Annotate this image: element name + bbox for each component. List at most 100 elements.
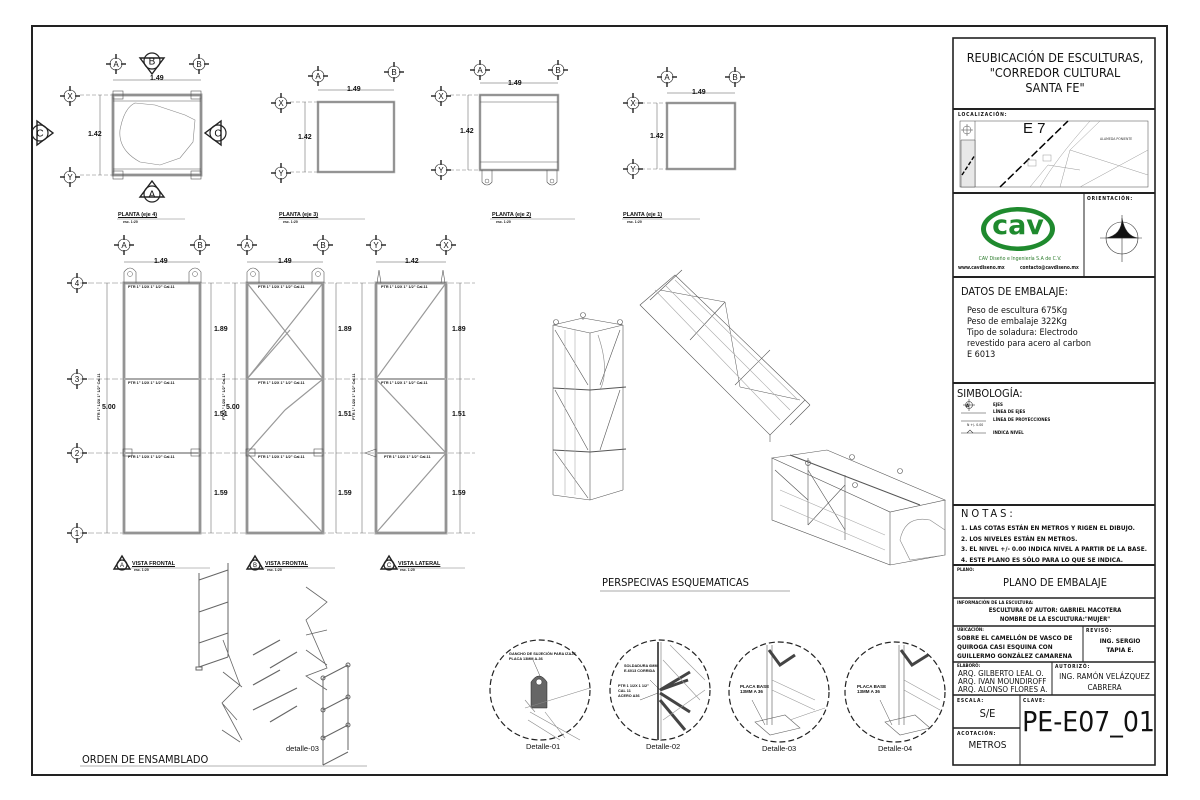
axis-marker-icon: B [313,235,333,255]
info-escultura-label: INFORMACIÓN DE LA ESCULTURA: [957,601,1034,606]
acotacion-label: ACOTACIÓN: [957,731,997,737]
elevation-scale: esc. 1:20 [134,568,149,572]
sheet-border [31,25,1168,776]
elevation-label: VISTA LATERAL [398,561,441,567]
simbologia-marker: A [966,403,969,408]
detail-caption: Detalle-03 [762,744,797,753]
plan-label: PLANTA (eje 1) [623,212,663,218]
plano-name: PLANO DE EMBALAJE [1003,576,1107,589]
plan-depth-dim: 1.42 [88,131,102,138]
project-title-line: "CORREDOR CULTURAL [989,65,1121,80]
axis-marker-label: B [196,60,201,69]
axis-marker-label: 3 [75,375,80,384]
autorizo-line: ING. RAMÓN VELÁZQUEZ [1059,672,1150,681]
axis-marker-icon: Y [623,159,643,179]
elevation-total-dim: 5.00 [226,404,240,411]
axis-marker-icon: B [138,52,166,76]
reviso-line: TAPIA E. [1106,646,1134,654]
axis-marker-label: B [149,57,156,68]
axis-marker-label: Y [278,169,284,178]
axis-marker-label: B [391,68,396,77]
elevation-label: VISTA FRONTAL [265,561,308,567]
elevation-lower-dim: 1.59 [452,490,466,497]
elevation-lower-dim: 1.59 [214,490,228,497]
axis-marker-icon: A [106,54,126,74]
reviso-label: REVISÓ: [1086,628,1113,634]
detail-note: PLACA BASE 13MM A 36 [740,684,769,694]
axis-marker-icon: C [31,119,55,147]
axis-marker-label: Y [373,241,379,250]
nota-item: 1. LAS COTAS ESTÁN EN METROS Y RIGEN EL … [961,524,1135,532]
elevation-label: VISTA FRONTAL [132,561,175,567]
info-escultura-nombre: NOMBRE DE LA ESCULTURA:"MUJER" [999,616,1111,623]
elevation-middle-dim: 1.51 [452,411,466,418]
profile-spec-vertical: PTR 1" 1/2X 1" 1/2" Cal.11 [97,373,101,420]
company-email[interactable]: contacto@cavdiseno.mx [1020,266,1079,271]
nota-item: 2. LOS NIVELES ESTÁN EN METROS. [961,535,1078,543]
axis-marker-icon: A [114,235,134,255]
detail-note: GANCHO DE SUJECIÓN PARA IZAJE PLACA 13MM… [509,652,576,662]
axis-marker-icon: Y [271,163,291,183]
axis-marker-label: A [149,190,156,201]
axis-marker-icon: Y [366,235,386,255]
axis-marker-icon: X [60,86,80,106]
axis-marker-icon: A [138,179,166,203]
detail-note-line: PLACA BASE [857,684,887,689]
detail-circles [489,639,946,743]
autorizo-line: CABRERA [1087,683,1122,692]
detail-note-line: SOLDADURA 6MM [624,664,658,668]
assembly-exploded-view [80,563,367,767]
axis-marker-icon: 3 [67,369,87,389]
plan-label: PLANTA (eje 4) [118,212,158,218]
axis-marker-label: B [253,563,257,569]
profile-spec-vertical: PTR 1" 1/2X 1" 1/2" Cal.11 [352,373,356,420]
nota-item: 4. ESTE PLANO ES SÓLO PARA LO QUE SE IND… [961,556,1123,564]
profile-spec: PTR 1" 1/2X 1" 1/2" Cal.11 [128,381,175,385]
assembly-caption: ORDEN DE ENSAMBLADO [82,753,209,766]
axis-marker-label: A [120,563,124,569]
axis-marker-icon: B [725,67,745,87]
axis-marker-label: A [244,241,250,250]
axis-marker-icon: B [190,235,210,255]
datos-line: E 6013 [967,350,996,360]
detail-note-line: PTR 1 1/2X 1 1/2" [618,684,649,688]
axis-marker-label: C [214,129,221,140]
project-title-line: SANTA FE" [1025,80,1085,95]
profile-spec: PTR 1" 1/2X 1" 1/2" Cal.11 [381,285,428,289]
axis-marker-label: A [315,72,321,81]
plan-depth-dim: 1.42 [460,128,474,135]
axis-marker-label: Y [438,166,444,175]
axis-marker-icon: B [384,62,404,82]
elevation-width-dim: 1.42 [405,258,419,265]
orientacion-label: ORIENTACIÓN: [1087,196,1133,202]
profile-spec: PTR 1" 1/2X 1" 1/2" Cal.11 [128,455,175,459]
axis-marker-icon: A [470,60,490,80]
nota-item: 3. EL NIVEL +/- 0.00 INDICA NIVEL A PART… [961,545,1147,553]
axis-marker-label: 2 [75,449,80,458]
axis-marker-icon: 2 [67,443,87,463]
axis-marker-label: B [555,66,560,75]
location-map [959,120,1149,188]
detail-note-line: 13MM A 36 [857,689,880,694]
axis-marker-icon: 4 [67,273,87,293]
detail-note: PLACA BASE 13MM A 36 [857,684,886,694]
axis-marker-label: B [320,241,325,250]
axis-marker-icon: C [379,554,399,571]
axis-marker-label: B [732,73,737,82]
profile-spec: PTR 1" 1/2X 1" 1/2" Cal.11 [128,285,175,289]
profile-spec: PTR 1" 1/2X 1" 1/2" Cal.11 [381,381,428,385]
profile-spec: PTR 1" 1/2X 1" 1/2" Cal.11 [384,455,431,459]
perspectives-caption: PERSPECIVAS ESQUEMATICAS [602,576,749,589]
notas-heading: NOTAS: [961,507,1016,520]
axis-marker-label: 4 [75,279,80,288]
axis-marker-label: X [67,92,73,101]
escala-label: ESCALA: [957,698,984,704]
detail-note: SOLDADURA 6MM E-6013 CORRIDA [624,664,658,674]
detail-note-line: ACERO A36 [618,694,640,698]
axis-marker-label: Y [630,165,636,174]
detail-note-line: PLACA 13MM A-36 [509,657,543,661]
elevation-middle-dim: 1.51 [338,411,352,418]
company-website[interactable]: www.cavdiseno.mx [958,266,1005,271]
axis-marker-icon: C [203,119,227,147]
detail-note-line: PLACA BASE [740,684,770,689]
